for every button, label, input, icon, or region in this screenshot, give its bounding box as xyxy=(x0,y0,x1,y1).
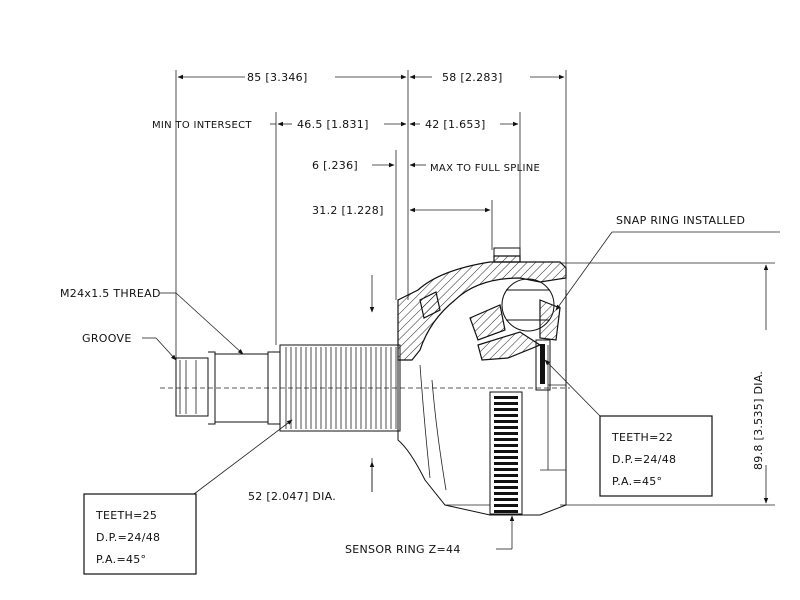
thread-callout: M24x1.5 THREAD xyxy=(60,287,161,300)
sensor-tooth xyxy=(494,492,518,495)
sensor-tooth xyxy=(494,504,518,507)
outer-teeth: TEETH=25 xyxy=(95,509,157,522)
sensor-tooth xyxy=(494,456,518,459)
inner-pa: P.A.=45° xyxy=(612,475,662,488)
sensor-tooth xyxy=(494,450,518,453)
shaft-diameter-label: 52 [2.047] DIA. xyxy=(248,490,336,503)
min-to-intersect-value: 46.5 [1.831] xyxy=(297,118,369,131)
sensor-tooth xyxy=(494,486,518,489)
min-to-intersect-label: MIN TO INTERSECT xyxy=(152,120,252,131)
sensor-tooth xyxy=(494,462,518,465)
sensor-tooth xyxy=(494,480,518,483)
snap-ring-callout: SNAP RING INSTALLED xyxy=(616,214,745,227)
ring-offset-label: 31.2 [1.228] xyxy=(312,204,384,217)
sensor-tooth xyxy=(494,408,518,411)
extension-lines xyxy=(175,70,775,506)
sensor-tooth xyxy=(494,402,518,405)
sensor-tooth xyxy=(494,468,518,471)
sensor-tooth xyxy=(494,396,518,399)
outer-length-label: 58 [2.283] xyxy=(442,71,503,84)
dimension-lines xyxy=(177,74,769,504)
outer-offset-label: 42 [1.653] xyxy=(425,118,486,131)
sensor-tooth xyxy=(494,414,518,417)
inner-teeth: TEETH=22 xyxy=(611,431,673,444)
outer-housing xyxy=(397,261,567,516)
spline-offset-label: 6 [.236] xyxy=(312,159,358,172)
outer-dp: D.P.=24/48 xyxy=(96,531,160,544)
sensor-tooth xyxy=(494,432,518,435)
outer-pa: P.A.=45° xyxy=(96,553,146,566)
ball-bearing xyxy=(501,278,555,332)
sensor-tooth xyxy=(494,498,518,501)
outer-spline-spec-box: TEETH=25 D.P.=24/48 P.A.=45° xyxy=(83,493,197,575)
inner-race xyxy=(469,278,561,391)
dimension-labels: 85 [3.346] 58 [2.283] MIN TO INTERSECT 4… xyxy=(152,71,765,503)
overall-length-label: 85 [3.346] xyxy=(247,71,308,84)
sensor-tooth xyxy=(494,426,518,429)
inner-dp: D.P.=24/48 xyxy=(612,453,676,466)
sensor-ring-callout: SENSOR RING Z=44 xyxy=(345,543,461,556)
callouts: M24x1.5 THREAD GROOVE SNAP RING INSTALLE… xyxy=(60,214,780,556)
max-to-full-spline-label: MAX TO FULL SPLINE xyxy=(430,163,540,174)
sensor-tooth xyxy=(494,510,518,513)
retainer-tab xyxy=(493,247,521,263)
inner-spline-spec-box: TEETH=22 D.P.=24/48 P.A.=45° xyxy=(599,415,713,497)
sensor-ring xyxy=(489,391,523,515)
sensor-tooth xyxy=(494,420,518,423)
groove-callout: GROOVE xyxy=(82,332,132,345)
sensor-tooth xyxy=(494,444,518,447)
housing-diameter-label: 89.8 [3.535] DIA. xyxy=(752,371,765,470)
sensor-tooth xyxy=(494,438,518,441)
sensor-tooth xyxy=(494,474,518,477)
